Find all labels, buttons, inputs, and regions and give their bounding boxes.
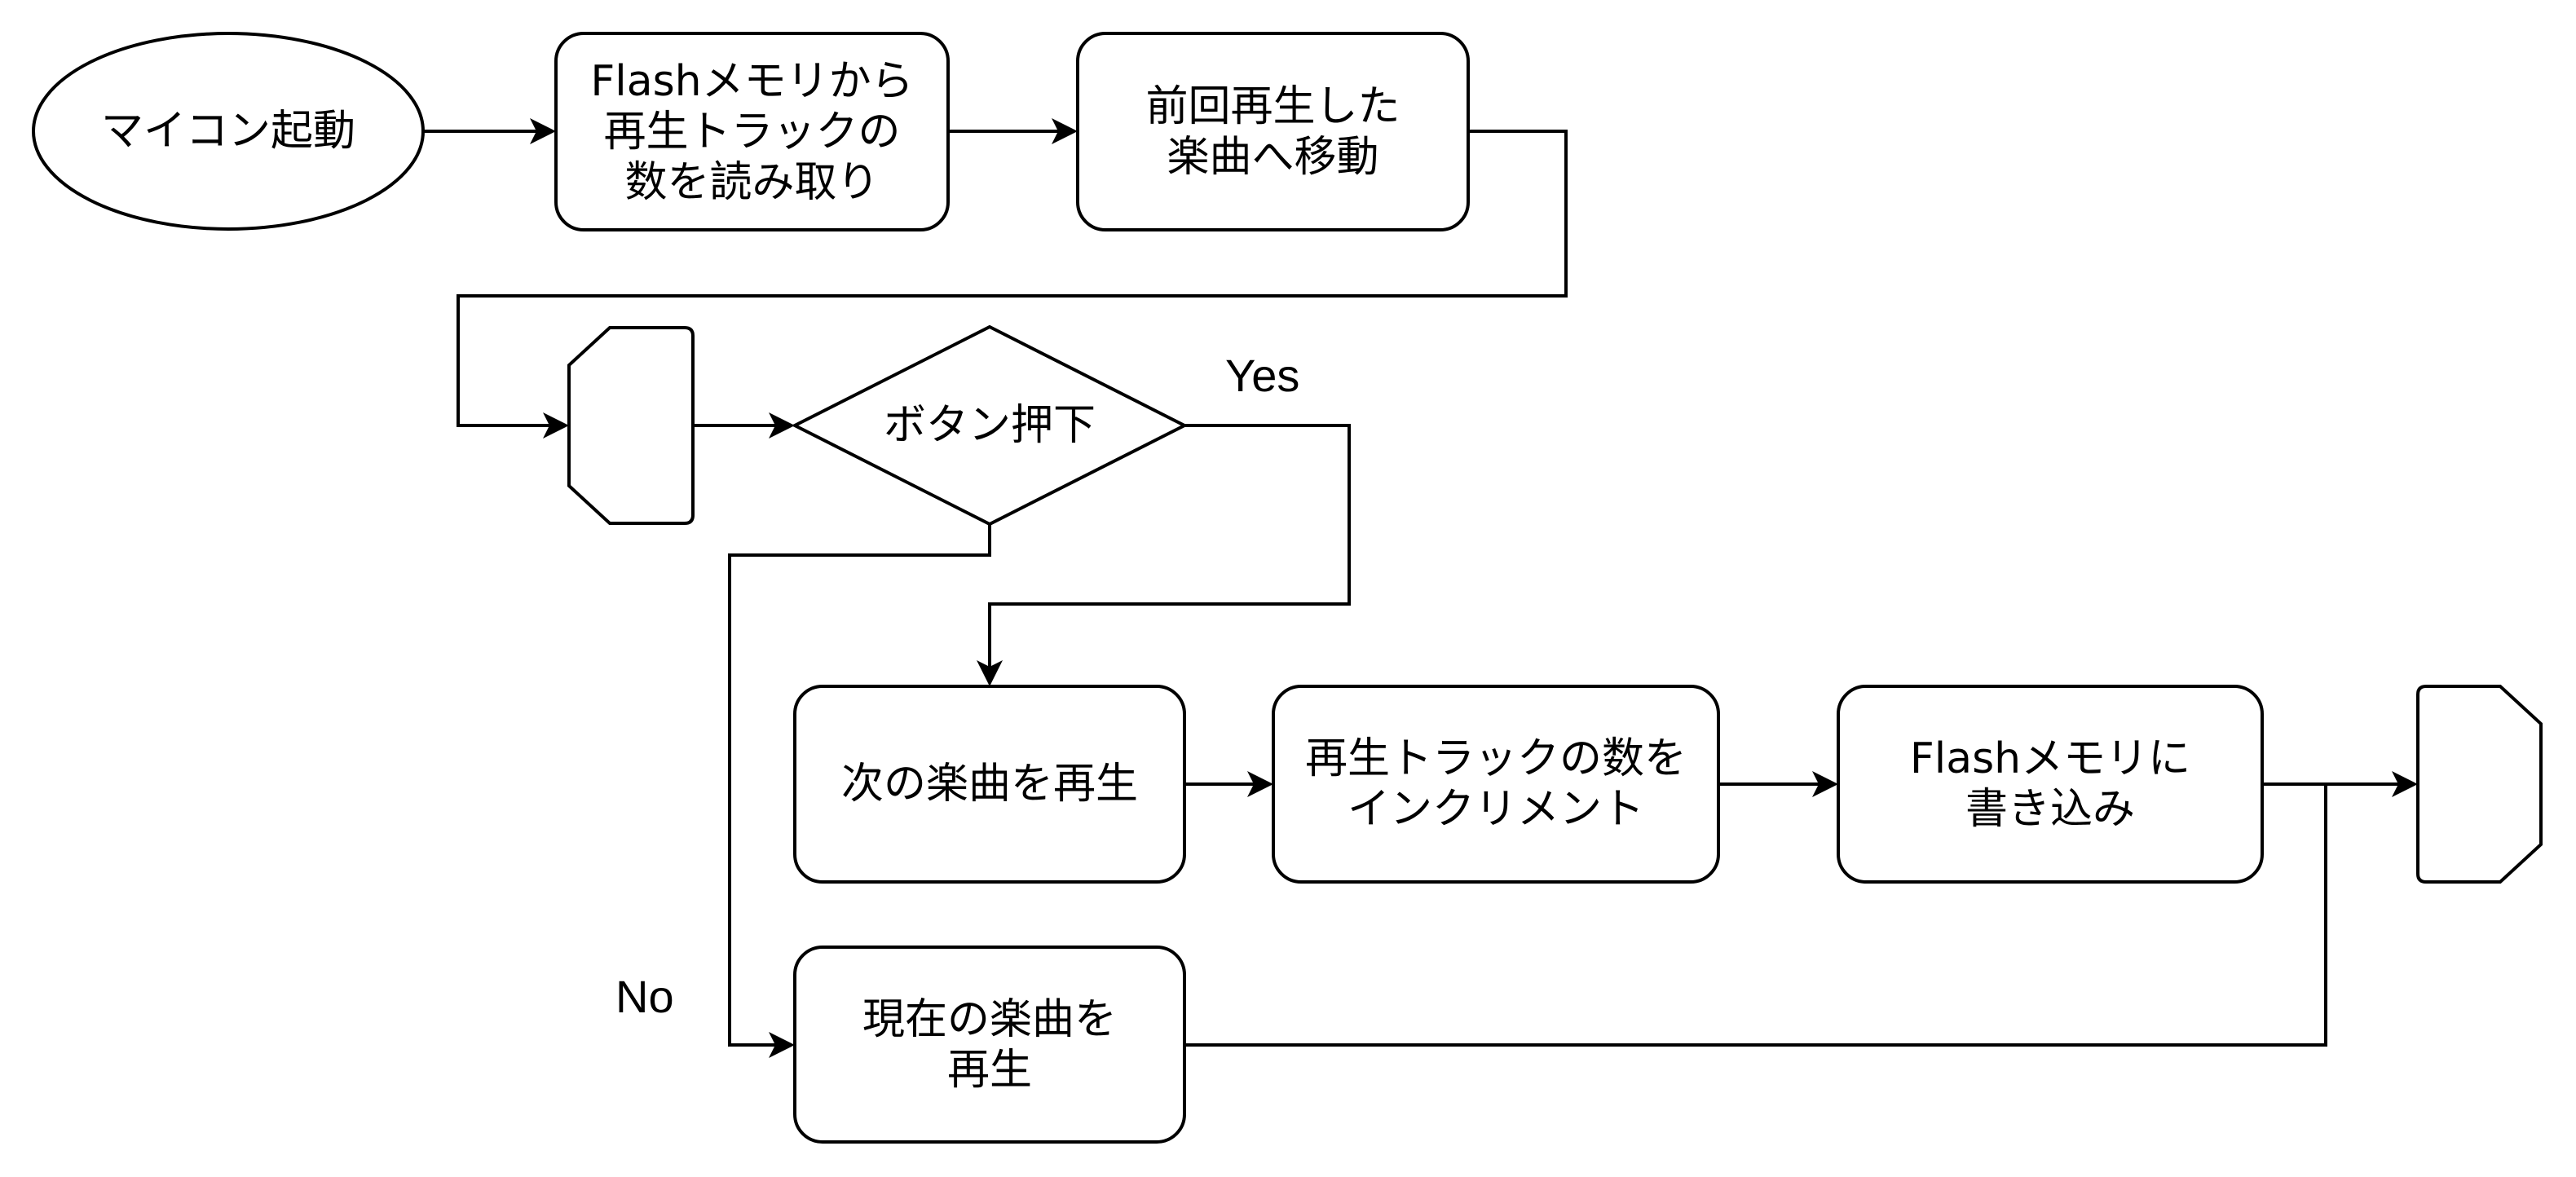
arrowhead-icon	[1052, 118, 1078, 144]
node-move-prev-label: 前回再生した 楽曲へ移動	[1145, 82, 1400, 182]
edge-read-flash-to-move-prev	[948, 118, 1078, 144]
node-play-current-label: 現在の楽曲を 再生	[862, 994, 1117, 1095]
edge-write-flash-to-loop-end	[2262, 771, 2418, 797]
node-increment-label: 再生トラックの数を インクリメント	[1304, 734, 1687, 834]
edge-loop-start-to-button	[693, 412, 795, 439]
arrowhead-icon	[1247, 771, 1273, 797]
node-read-flash-label: Flashメモリから 再生トラックの 数を読み取り	[590, 56, 914, 207]
edge-no-to-play-current	[728, 524, 991, 1058]
node-start-label: マイコン起動	[100, 107, 355, 156]
arrowhead-icon	[543, 412, 569, 439]
arrowhead-icon	[769, 412, 795, 439]
edge-start-to-read-flash	[424, 118, 556, 144]
edge-play-current-to-loop-end	[1184, 784, 2327, 1047]
node-start-shape[interactable]	[32, 32, 425, 231]
node-button-pressed-label: ボタン押下	[883, 401, 1096, 450]
edge-yes-to-play-next	[977, 424, 1351, 686]
node-loop-end-shape[interactable]	[2416, 685, 2543, 884]
arrowhead-icon	[2392, 771, 2418, 797]
node-write-flash-label: Flashメモリに 書き込み	[1909, 734, 2191, 834]
arrowhead-icon	[769, 1032, 795, 1058]
node-play-next-label: 次の楽曲を再生	[840, 760, 1138, 809]
edge-increment-to-write-flash	[1718, 771, 1838, 797]
arrowhead-icon	[530, 118, 556, 144]
edge-label-no: No	[615, 971, 674, 1022]
edge-play-next-to-increment	[1184, 771, 1273, 797]
arrowhead-icon	[977, 660, 1003, 686]
edge-label-yes: Yes	[1225, 350, 1300, 401]
edge-move-prev-to-loop-start	[457, 130, 1568, 439]
arrowhead-icon	[1812, 771, 1838, 797]
node-loop-start-shape[interactable]	[567, 326, 695, 525]
